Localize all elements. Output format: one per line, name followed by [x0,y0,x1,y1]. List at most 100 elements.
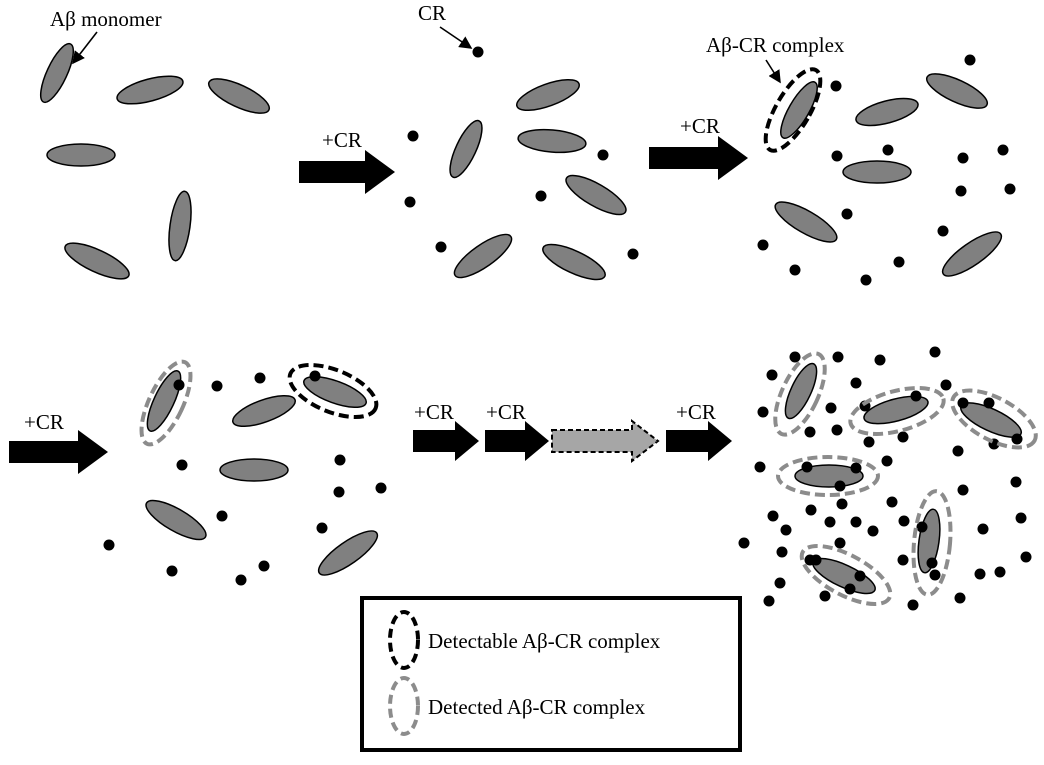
cr-dot [844,583,856,595]
abeta-monomer [516,78,580,112]
detectable-complex-ring [287,362,379,420]
cr-dot [166,565,178,577]
cr-dot [627,248,639,260]
cr-dot [766,369,778,381]
cr-dot [774,577,786,589]
cr-dot [957,484,969,496]
cr-dot [916,521,928,533]
cr-dot [881,455,893,467]
cr-dot [898,515,910,527]
add-cr-arrow-3 [9,430,108,474]
cr-dot [854,570,866,582]
legend-detectable-swatch [388,610,420,670]
abeta-monomer [145,499,207,541]
cr-dot [211,380,223,392]
cr-dot [757,239,769,251]
abeta-monomer [46,143,116,167]
cr-dot [103,539,115,551]
cr-dot [897,431,909,443]
cr-dot [955,185,967,197]
cr-dot [407,130,419,142]
abeta-monomer [517,128,587,154]
abeta-monomer [941,231,1003,277]
detected-complex-ring [773,351,827,437]
cr-dot [954,592,966,604]
cr-dot [964,54,976,66]
cr-dot [763,595,775,607]
abeta-monomer [207,78,271,114]
cr-dot [926,557,938,569]
cr-dot [831,424,843,436]
cr-dot [850,516,862,528]
cr-dot [957,397,969,409]
add-cr-arrow-2 [649,136,748,180]
abeta-monomer [168,190,192,262]
cr-dot [173,379,185,391]
cr-dot [937,225,949,237]
cr-label: CR [418,1,446,25]
cr-dot [780,524,792,536]
arrows-layer [9,136,748,474]
abeta-monomer [232,394,296,428]
detected-complex-ring [776,455,880,497]
cr-dot [757,406,769,418]
legend-detected-label: Detected Aβ-CR complex [428,695,646,719]
abeta-monomer [317,530,379,576]
cr-dot [882,144,894,156]
cr-dot [977,523,989,535]
abeta-monomer [565,174,627,216]
legend: Detectable Aβ-CR complex Detected Aβ-CR … [360,596,742,752]
arrow-label-7: +CR [676,400,716,424]
abeta-monomer [64,242,130,280]
monomers-layer [39,42,1023,595]
monomer-annotation: Aβ monomer [50,7,162,65]
cr-dot [258,560,270,572]
detectable-complex-ring [763,67,823,153]
abeta-monomer [774,201,838,243]
detected-complex-ring [911,489,953,597]
cr-dot [597,149,609,161]
arrow-label-4: +CR [414,400,454,424]
cr-dot [952,445,964,457]
add-cr-arrow-4 [413,421,479,461]
cr-dot [910,390,922,402]
add-cr-arrow-7 [666,421,732,461]
cr-dot [789,351,801,363]
cr-dot [216,510,228,522]
abeta-monomer [453,233,513,279]
cr-dot [860,274,872,286]
abeta-monomer [784,362,818,420]
monomer-label: Aβ monomer [50,7,162,31]
cr-dot [893,256,905,268]
cr-dot [309,370,321,382]
complex-label: Aβ-CR complex [706,33,845,57]
cr-dot [974,568,986,580]
cr-dot [333,486,345,498]
cr-pointer [439,26,473,49]
cr-annotation: CR [418,1,473,49]
cr-dot [929,569,941,581]
cr-dot [805,504,817,516]
cr-dot [1004,183,1016,195]
cr-dots-layer [103,46,1032,611]
cr-dot [897,554,909,566]
cr-dot [983,397,995,409]
cr-dot [810,554,822,566]
monomer-pointer [72,31,98,65]
arrow-label-3: +CR [24,410,64,434]
cr-dot [940,379,952,391]
cr-dot [824,516,836,528]
cr-dot [836,498,848,510]
detected-complex-ring [950,388,1038,450]
cr-dot [738,537,750,549]
cr-dot [804,426,816,438]
cr-dot [830,80,842,92]
legend-box [360,596,742,752]
cr-dot [435,241,447,253]
legend-detectable-label: Detectable Aβ-CR complex [428,629,661,653]
abeta-monomer [794,464,864,488]
dashed-step-arrow [551,418,660,464]
cr-dot [254,372,266,384]
